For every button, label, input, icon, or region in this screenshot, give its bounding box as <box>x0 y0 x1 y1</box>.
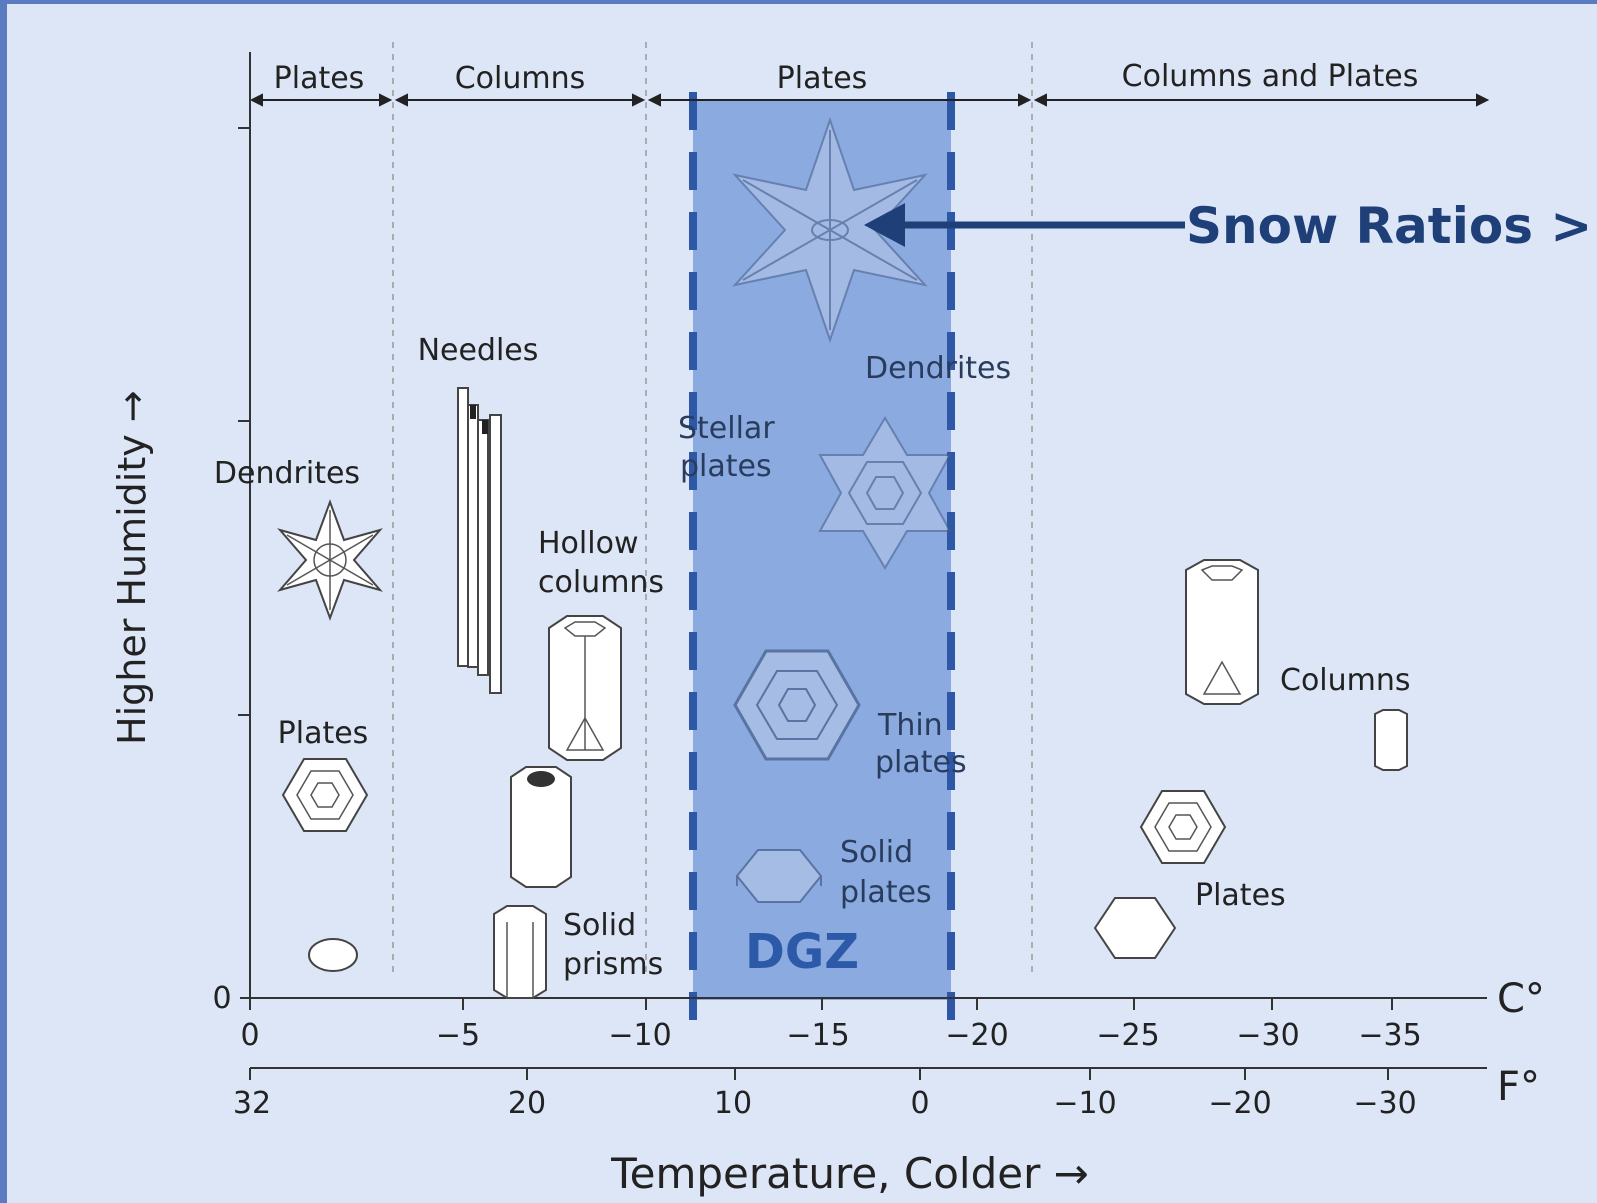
column-crystal-icon <box>1185 559 1259 705</box>
celsius-ticks <box>249 998 1393 1010</box>
solid-prism-crystal-icon <box>493 905 547 999</box>
solid-plate-crystal-icon <box>735 849 823 903</box>
crystal-label: Dendrites <box>865 351 1011 386</box>
regime-label: Plates <box>274 61 365 96</box>
fahrenheit-tick-label: 0 <box>910 1086 929 1121</box>
solid-plate-crystal-icon <box>1093 897 1177 959</box>
regime-label: Columns <box>455 61 586 96</box>
crystal-label: Stellar <box>678 411 775 446</box>
fahrenheit-ticks <box>249 1068 1389 1080</box>
crystal-label: Needles <box>418 333 539 368</box>
snow-ratio-annotation: Snow Ratios > 2 <box>1186 197 1597 255</box>
fahrenheit-tick-label: 20 <box>508 1086 546 1121</box>
dgz-label: DGZ <box>745 924 859 980</box>
fahrenheit-tick-label: −20 <box>1208 1086 1271 1121</box>
crystal-label: Plates <box>1195 878 1286 913</box>
crystal-label: plates <box>680 449 772 484</box>
fahrenheit-unit: F° <box>1497 1064 1540 1110</box>
celsius-tick-label: −10 <box>608 1018 671 1053</box>
celsius-tick-label: 0 <box>240 1018 259 1053</box>
crystal-label: columns <box>538 565 664 600</box>
fahrenheit-tick-label: −10 <box>1053 1086 1116 1121</box>
regime-label: Plates <box>777 61 868 96</box>
crystal-label: Solid <box>563 908 636 943</box>
solid-plate-crystal-icon <box>308 938 358 972</box>
crystal-label: Solid <box>840 835 913 870</box>
celsius-tick-label: −5 <box>436 1018 480 1053</box>
regime-arrows <box>249 93 1490 107</box>
x-axis-label: Temperature, Colder → <box>610 1149 1089 1198</box>
crystal-label: plates <box>840 875 932 910</box>
crystal-label: Thin <box>877 708 943 743</box>
crystal-label: Dendrites <box>214 456 360 491</box>
hollow-column-crystal-icon <box>548 615 622 761</box>
celsius-tick-label: −35 <box>1358 1018 1421 1053</box>
crystal-label: prisms <box>563 947 663 982</box>
celsius-tick-label: −25 <box>1096 1018 1159 1053</box>
stellar-plate-crystal-icon <box>818 416 952 570</box>
y-zero-label: 0 <box>212 981 231 1016</box>
y-axis-label: Higher Humidity → <box>110 390 154 745</box>
fahrenheit-tick-label: −30 <box>1353 1086 1416 1121</box>
needle-crystal-icon <box>457 387 502 694</box>
fahrenheit-tick-label: 10 <box>714 1086 752 1121</box>
hollow-column-crystal-icon <box>510 766 572 888</box>
celsius-unit: C° <box>1497 976 1545 1022</box>
plate-crystal-icon <box>281 758 369 832</box>
crystal-label: Columns <box>1280 663 1411 698</box>
thin-plate-crystal-icon <box>733 649 861 761</box>
snow-ratio-arrow <box>864 203 1185 247</box>
celsius-tick-label: −20 <box>945 1018 1008 1053</box>
column-crystal-icon <box>1374 709 1408 771</box>
large-dendrite-crystal-icon <box>732 116 928 344</box>
crystal-label: Hollow <box>538 526 638 561</box>
dendrite-crystal-icon <box>277 499 383 621</box>
fahrenheit-tick-label: 32 <box>233 1086 271 1121</box>
celsius-tick-label: −15 <box>786 1018 849 1053</box>
crystal-label: plates <box>875 745 967 780</box>
celsius-tick-label: −30 <box>1236 1018 1299 1053</box>
crystal-label: Plates <box>278 716 369 751</box>
plate-crystal-icon <box>1139 790 1227 864</box>
regime-label: Columns and Plates <box>1122 59 1419 94</box>
